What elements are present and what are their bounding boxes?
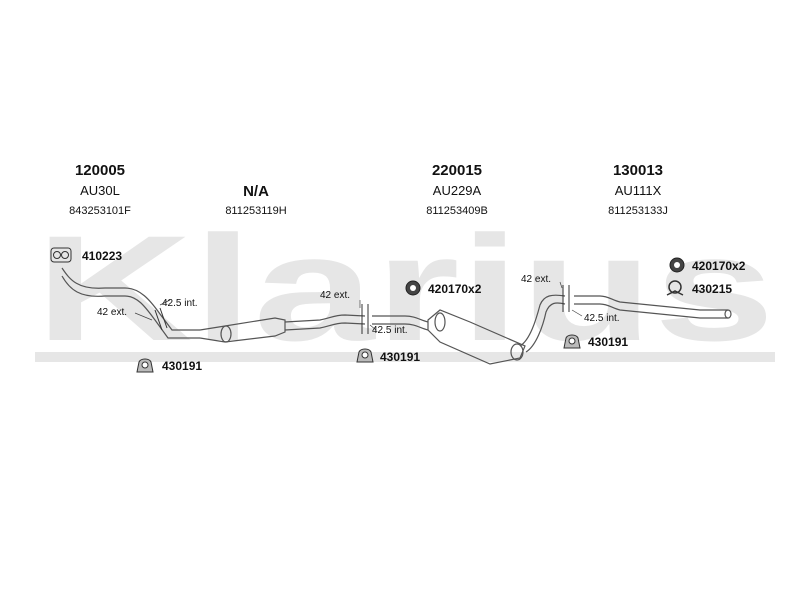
oem-number-3: 811253409B bbox=[426, 205, 488, 217]
model-code-4: AU111X bbox=[614, 183, 662, 198]
svg-text:Klarius: Klarius bbox=[35, 222, 775, 372]
part-number-2: N/A bbox=[243, 183, 269, 200]
hanger-icon bbox=[663, 279, 687, 297]
dimension-label: 42 ext. bbox=[320, 290, 351, 301]
dimension-label: 42.5 int. bbox=[372, 325, 408, 336]
clamp-icon bbox=[668, 256, 686, 274]
model-code-3: AU229A bbox=[432, 183, 482, 198]
callout-mount-right: 430191 bbox=[588, 335, 629, 349]
gasket-icon bbox=[50, 245, 72, 265]
watermark-logo: Klarius bbox=[35, 222, 775, 372]
model-code-1: AU30L bbox=[80, 183, 120, 198]
clamp-icon bbox=[404, 279, 422, 297]
dimension-label: 42.5 int. bbox=[162, 298, 198, 309]
dimension-label: 42 ext. bbox=[97, 307, 128, 318]
callout-gasket: 410223 bbox=[82, 249, 123, 263]
oem-number-1: 843253101F bbox=[69, 205, 131, 217]
callout-mount-left: 430191 bbox=[162, 359, 203, 373]
callout-mount-mid: 430191 bbox=[380, 350, 421, 364]
dimension-label: 42.5 int. bbox=[584, 313, 620, 324]
part-number-3: 220015 bbox=[431, 162, 483, 179]
callout-hanger: 430215 bbox=[692, 282, 733, 296]
oem-number-4: 811253133J bbox=[608, 205, 668, 217]
part-number-1: 120005 bbox=[74, 162, 126, 179]
callout-clamp-right: 420170x2 bbox=[692, 259, 746, 273]
oem-number-2: 811253119H bbox=[225, 205, 287, 217]
rubber-mount-icon bbox=[562, 332, 582, 350]
callout-clamp-mid: 420170x2 bbox=[428, 282, 482, 296]
dimension-label: 42 ext. bbox=[521, 274, 552, 285]
rubber-mount-icon bbox=[135, 356, 155, 374]
part-number-4: 130013 bbox=[612, 162, 664, 179]
rubber-mount-icon bbox=[355, 346, 375, 364]
